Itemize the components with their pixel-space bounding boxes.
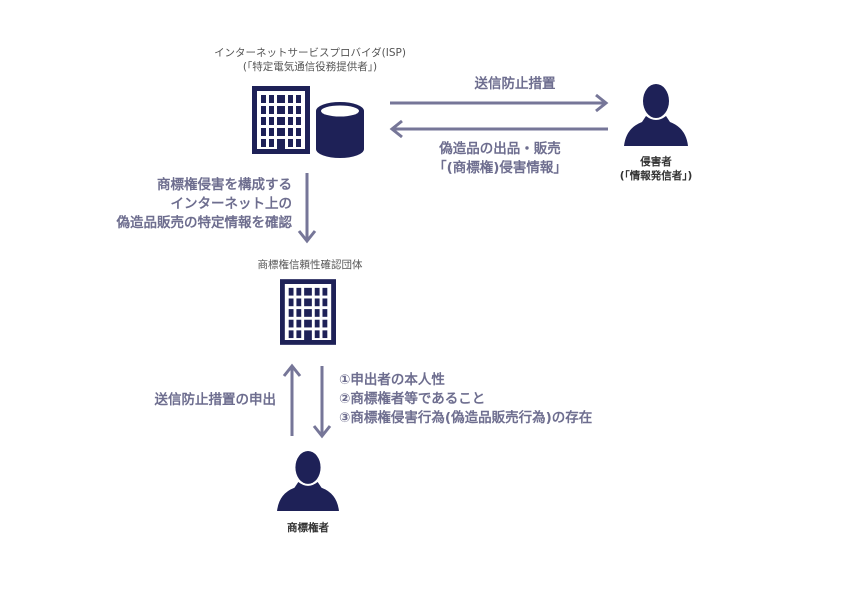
arrow-isp-to-infringer	[390, 93, 609, 113]
arrow-rights-holder-to-verifier	[282, 363, 302, 436]
edge-label-confirm-line1: 商標権侵害を構成する	[157, 177, 292, 193]
edge-label-counterfeit-line1: 偽造品の出品・販売	[439, 141, 561, 157]
isp-title-line1: インターネットサービスプロバイダ(ISP)	[214, 47, 406, 59]
rights-holder-label: 商標権者	[287, 522, 329, 534]
checklist-item-identity: ①申出者の本人性	[339, 372, 445, 388]
isp-building-icon	[252, 86, 310, 154]
edge-label-counterfeit-line2: 「(商標権)侵害情報」	[433, 160, 567, 176]
isp-database-icon	[316, 102, 364, 158]
verifier-title: 商標権信頼性確認団体	[257, 259, 363, 271]
infringer-label-line1: 侵害者	[640, 156, 672, 168]
arrow-infringer-to-isp	[389, 119, 608, 139]
rights-holder-person-icon	[277, 451, 339, 511]
arrow-verifier-to-rights-holder	[312, 366, 332, 439]
edge-label-confirm-line3: 偽造品販売の特定情報を確認	[116, 215, 293, 231]
checklist-item-infringement: ③商標権侵害行為(偽造品販売行為)の存在	[339, 410, 593, 426]
infringer-label-line2: (「情報発信者」)	[619, 170, 693, 182]
edge-label-request-prevention: 送信防止措置の申出	[154, 392, 277, 408]
isp-title-line2: (「特定電気通信役務提供者」)	[242, 61, 378, 73]
edge-label-verification-checklist: ①申出者の本人性 ②商標権者等であること ③商標権侵害行為(偽造品販売行為)の存…	[339, 371, 592, 428]
checklist-item-rights-holder: ②商標権者等であること	[339, 391, 486, 407]
infringer-person-icon	[624, 84, 688, 146]
arrow-isp-to-verifier	[297, 173, 317, 244]
edge-label-transmission-prevention: 送信防止措置	[474, 76, 556, 92]
infringer-label: 侵害者 (「情報発信者」)	[596, 155, 716, 183]
edge-label-confirm-line2: インターネット上の	[170, 196, 293, 212]
isp-title: インターネットサービスプロバイダ(ISP) (「特定電気通信役務提供者」)	[190, 46, 430, 74]
verifier-building-icon	[280, 279, 336, 345]
edge-label-confirm-infringement: 商標権侵害を構成する インターネット上の 偽造品販売の特定情報を確認	[60, 176, 293, 233]
edge-label-counterfeit-listing: 偽造品の出品・販売 「(商標権)侵害情報」	[410, 140, 590, 178]
